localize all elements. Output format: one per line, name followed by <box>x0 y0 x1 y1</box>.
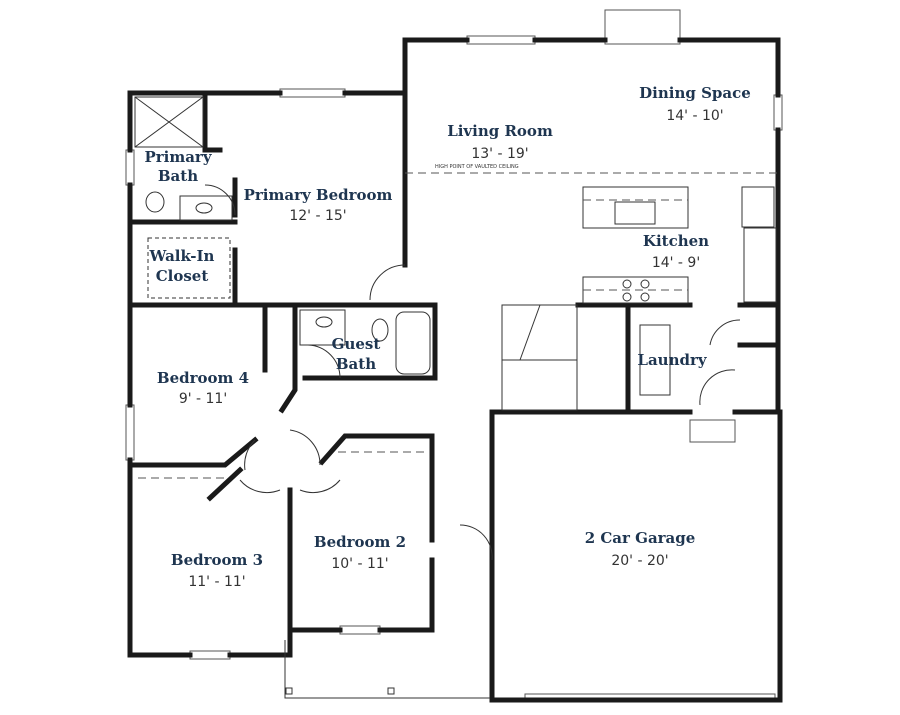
room-name: Bedroom 4 <box>157 369 249 387</box>
room-dining-space: Dining Space 14' - 10' <box>639 84 751 124</box>
room-name: Walk-In <box>149 247 215 265</box>
room-name-line2: Bath <box>158 167 198 185</box>
room-dimensions: 9' - 11' <box>179 391 227 407</box>
room-living-room: Living Room 13' - 19' <box>447 122 553 162</box>
room-dimensions: 14' - 9' <box>652 255 700 271</box>
room-dimensions: 12' - 15' <box>289 208 346 224</box>
room-dimensions: 14' - 10' <box>666 108 723 124</box>
room-bedroom-3: Bedroom 3 11' - 11' <box>171 551 263 590</box>
room-dimensions: 10' - 11' <box>331 556 388 572</box>
room-laundry: Laundry <box>637 351 707 369</box>
room-name: 2 Car Garage <box>585 529 696 547</box>
room-name: Primary <box>144 148 212 166</box>
interior-walls <box>127 90 781 633</box>
room-name: Guest <box>332 335 381 353</box>
room-name: Primary Bedroom <box>244 186 393 204</box>
room-bedroom-2: Bedroom 2 10' - 11' <box>314 533 406 572</box>
room-dimensions: 11' - 11' <box>188 574 245 590</box>
vaulted-ceiling-note: HIGH POINT OF VAULTED CEILING <box>435 164 519 170</box>
room-dimensions: 20' - 20' <box>611 553 668 569</box>
fixtures <box>134 96 778 699</box>
room-name-line2: Closet <box>156 267 209 285</box>
room-guest-bath: Guest Bath <box>332 335 381 373</box>
room-garage: 2 Car Garage 20' - 20' <box>585 529 696 569</box>
door-swings <box>204 184 741 561</box>
room-name: Kitchen <box>643 232 709 250</box>
room-walk-in-closet: Walk-In Closet <box>149 247 215 285</box>
room-name: Bedroom 2 <box>314 533 406 551</box>
room-name: Bedroom 3 <box>171 551 263 569</box>
room-name: Laundry <box>637 351 707 369</box>
room-primary-bedroom: Primary Bedroom 12' - 15' <box>244 186 393 224</box>
room-name: Living Room <box>447 122 553 140</box>
room-primary-bath: Primary Bath <box>144 148 212 185</box>
room-name: Dining Space <box>639 84 751 102</box>
room-name-line2: Bath <box>336 355 376 373</box>
room-bedroom-4: Bedroom 4 9' - 11' <box>157 369 249 407</box>
room-kitchen: Kitchen 14' - 9' <box>643 232 709 271</box>
room-dimensions: 13' - 19' <box>471 146 528 162</box>
